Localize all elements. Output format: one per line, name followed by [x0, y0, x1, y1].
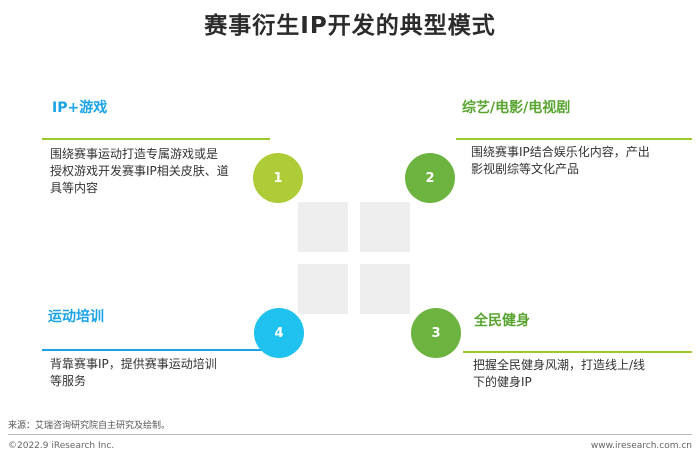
page-title: 赛事衍生IP开发的典型模式: [204, 13, 496, 39]
item-1-description: 围绕赛事运动打造专属游戏或是 授权游戏开发赛事IP相关皮肤、道 具等内容: [50, 146, 260, 197]
center-tile-top-right: [360, 202, 410, 252]
item-2-description-line: 影视剧综等文化产品: [471, 162, 580, 176]
item-4-number-badge: 4: [254, 308, 304, 358]
copyright-text: ©2022.9 iResearch Inc.: [8, 441, 115, 451]
item-2-rule: [456, 138, 692, 140]
item-4-heading: 运动培训: [48, 309, 104, 325]
center-tile-top-left: [298, 202, 348, 252]
item-2-number-badge: 2: [405, 153, 455, 203]
item-2-description: 围绕赛事IP结合娱乐化内容，产出 影视剧综等文化产品: [471, 144, 691, 178]
source-note: 来源：艾瑞咨询研究院自主研究及绘制。: [8, 421, 171, 431]
item-1-number-badge: 1: [253, 153, 303, 203]
item-2-heading: 综艺/电影/电视剧: [462, 100, 571, 116]
center-tile-bottom-left: [298, 264, 348, 314]
item-1-description-line: 围绕赛事运动打造专属游戏或是: [50, 147, 219, 161]
item-4-rule: [42, 349, 268, 351]
item-4-description-line: 等服务: [50, 374, 87, 388]
item-3-number-badge: 3: [411, 308, 461, 358]
website-text: www.iresearch.com.cn: [590, 441, 692, 451]
item-2-description-line: 围绕赛事IP结合娱乐化内容，产出: [471, 145, 650, 159]
item-1-rule: [42, 138, 270, 140]
item-1-description-line: 具等内容: [50, 181, 99, 195]
item-3-rule: [463, 351, 692, 353]
item-4-description-line: 背靠赛事IP，提供赛事运动培训: [50, 357, 217, 371]
item-3-description: 把握全民健身风潮，打造线上/线 下的健身IP: [473, 357, 688, 391]
item-3-description-line: 下的健身IP: [473, 375, 532, 389]
item-3-heading: 全民健身: [474, 313, 530, 329]
item-1-heading: IP+游戏: [52, 100, 108, 116]
item-1-description-line: 授权游戏开发赛事IP相关皮肤、道: [50, 164, 229, 178]
item-4-description: 背靠赛事IP，提供赛事运动培训 等服务: [50, 356, 260, 390]
center-tile-bottom-right: [360, 264, 410, 314]
item-3-description-line: 把握全民健身风潮，打造线上/线: [473, 358, 646, 372]
footer-divider: [8, 434, 692, 435]
